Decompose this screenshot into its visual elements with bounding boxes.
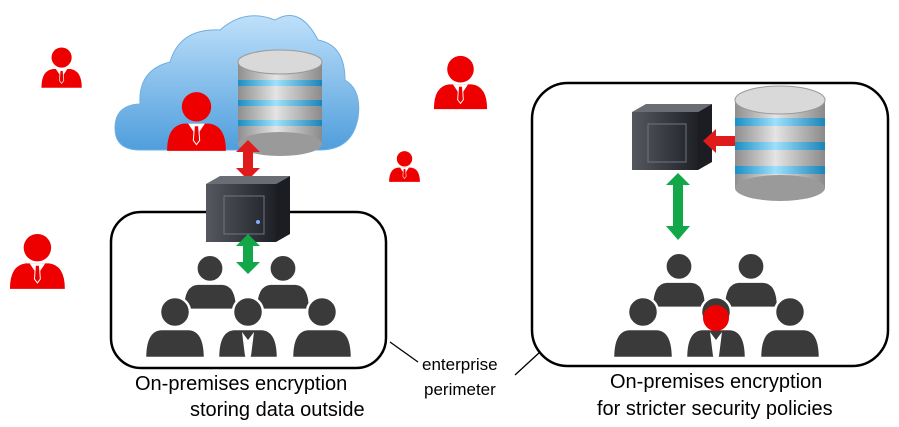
cloud-database-icon <box>237 49 323 156</box>
attacker-icon-top-left <box>41 47 83 89</box>
left-server-icon <box>206 176 290 242</box>
perimeter-label-line2: perimeter <box>424 380 496 399</box>
right-database-icon <box>734 85 826 201</box>
cloud-icon <box>114 15 360 151</box>
attacker-icon-small <box>388 150 421 183</box>
left-user-group-icon <box>143 253 354 360</box>
right-caption-line1: On-premises encryption <box>610 371 823 393</box>
right-enterprise-box <box>530 81 890 368</box>
left-caption-line2: storing data outside <box>190 399 365 421</box>
red-double-arrow-icon <box>236 140 260 180</box>
green-double-arrow-icon-left <box>236 234 260 274</box>
attacker-icon-top-middle <box>433 55 488 110</box>
attacker-icon-left <box>9 233 66 290</box>
green-double-arrow-icon-right <box>666 173 690 240</box>
right-user-group-icon <box>611 251 822 360</box>
perimeter-label-line1: enterprise <box>422 355 498 374</box>
right-server-icon <box>632 104 712 170</box>
insider-threat-head-icon <box>703 305 729 331</box>
right-caption-line2: for stricter security policies <box>597 398 833 420</box>
perimeter-connector-lines <box>389 341 541 376</box>
left-caption-line1: On-premises encryption <box>135 373 348 395</box>
